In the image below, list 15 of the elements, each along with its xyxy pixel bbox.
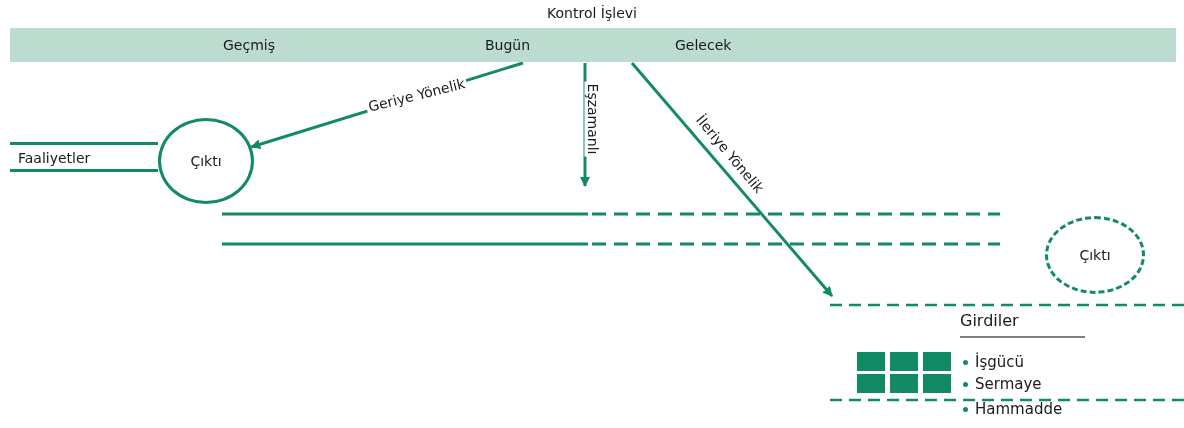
period-label: Gelecek xyxy=(675,36,732,54)
node-label: Çıktı xyxy=(190,152,222,170)
heading: Girdiler xyxy=(960,312,1019,330)
output-circle xyxy=(1045,216,1145,294)
period-label: Geçmiş xyxy=(223,36,275,54)
node-label: Faaliyetler xyxy=(18,149,91,167)
arrow xyxy=(630,62,834,297)
title: Kontrol İşlevi xyxy=(546,4,638,22)
timeline-band xyxy=(10,28,1176,62)
list-item: İşgücü xyxy=(975,353,1025,371)
activity-channel xyxy=(10,142,158,172)
list-item: Sermaye xyxy=(975,375,1042,393)
list-item: Hammadde xyxy=(975,400,1063,418)
period-label: Bugün xyxy=(485,36,531,54)
node-label: Çıktı xyxy=(1079,246,1111,264)
